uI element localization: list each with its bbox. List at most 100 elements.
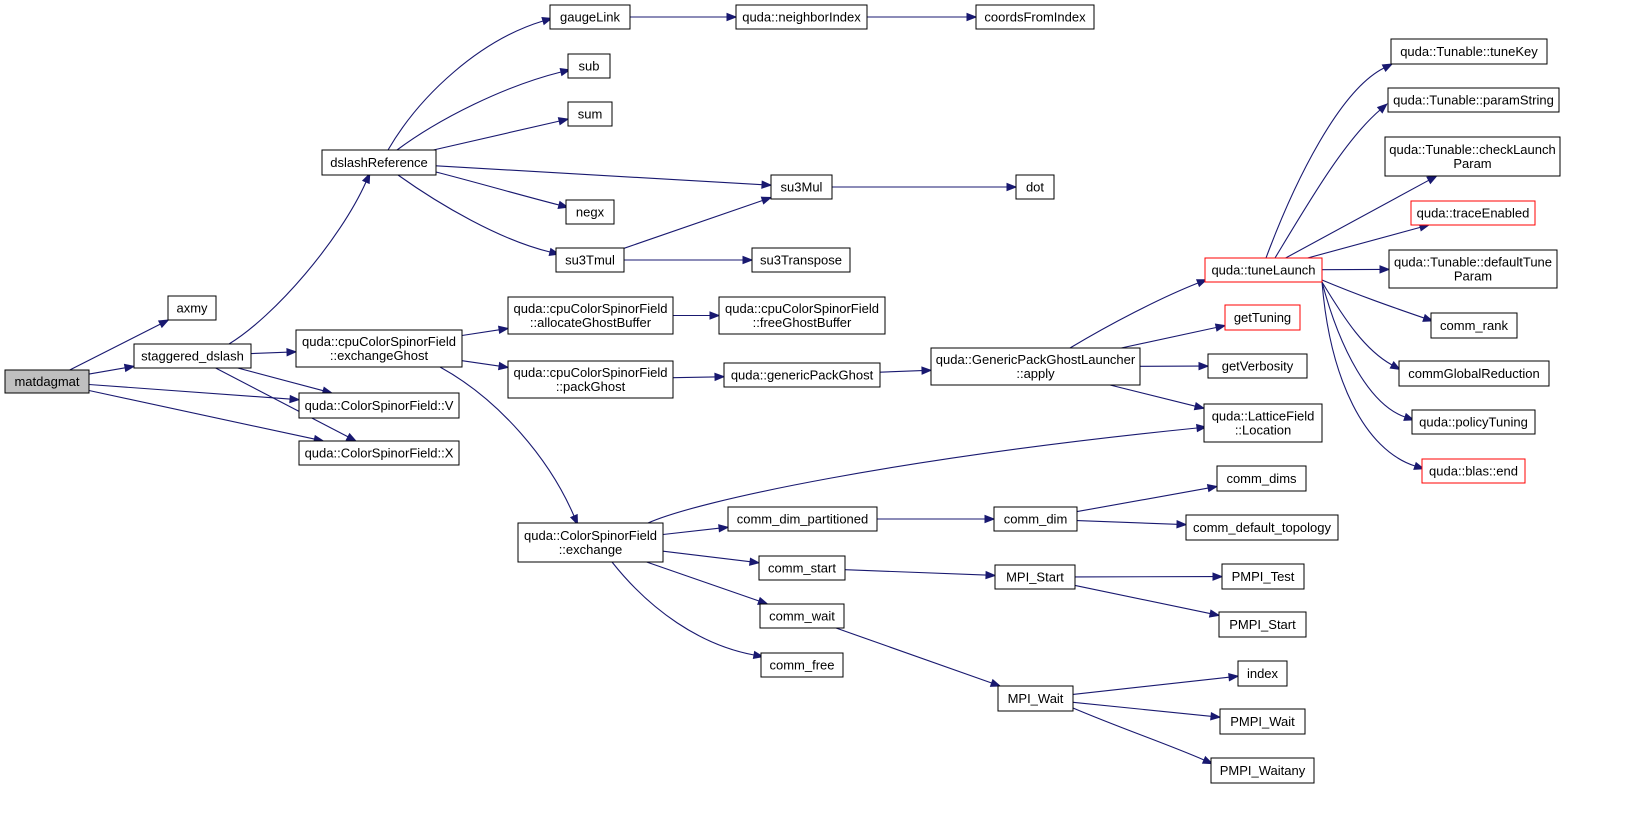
- node-staggered_dslash[interactable]: staggered_dslash: [133, 343, 252, 369]
- node-gaugeLink[interactable]: gaugeLink: [549, 4, 631, 30]
- arrowhead: [1422, 313, 1434, 322]
- arrowhead: [757, 596, 769, 605]
- node-PMPI_Start[interactable]: PMPI_Start: [1218, 611, 1307, 638]
- node-label: sub: [579, 59, 600, 74]
- node-packGhost[interactable]: quda::cpuColorSpinorField::packGhost: [507, 360, 674, 399]
- node-matdagmat[interactable]: matdagmat: [4, 369, 90, 394]
- node-freeGhostBuffer[interactable]: quda::cpuColorSpinorField::freeGhostBuff…: [718, 296, 886, 335]
- node-comm_default_topology[interactable]: comm_default_topology: [1185, 514, 1339, 541]
- edge-gpglApply-to-getVerbosity: [1139, 361, 1210, 371]
- node-axmy[interactable]: axmy: [167, 295, 217, 321]
- node-tuneKey[interactable]: quda::Tunable::tuneKey: [1390, 38, 1548, 65]
- node-dot[interactable]: dot: [1015, 174, 1055, 200]
- node-box: [770, 174, 833, 200]
- edge-line: [1274, 109, 1381, 259]
- node-box: [549, 4, 631, 30]
- arrowhead: [557, 200, 570, 209]
- edge-line: [1074, 584, 1211, 615]
- node-gpglApply[interactable]: quda::GenericPackGhostLauncher::apply: [930, 347, 1141, 386]
- edge-csfExchange-to-comm_dim_partitioned: [662, 524, 730, 536]
- edge-tuneLaunch-to-tuneKey: [1265, 63, 1394, 259]
- node-comm_start[interactable]: comm_start: [758, 555, 846, 581]
- node-box: [723, 362, 881, 388]
- arrowhead: [1413, 461, 1425, 470]
- arrowhead: [345, 432, 358, 442]
- node-label: su3Mul: [781, 180, 823, 195]
- node-label: PMPI_Start: [1229, 617, 1296, 632]
- arrowhead: [157, 319, 170, 329]
- node-su3Mul[interactable]: su3Mul: [770, 174, 833, 200]
- node-dslashReference[interactable]: dslashReference: [321, 149, 437, 176]
- node-label: quda::Tunable::tuneKey: [1400, 44, 1538, 59]
- node-box: [133, 343, 252, 369]
- edge-line: [662, 550, 751, 563]
- node-paramString[interactable]: quda::Tunable::paramString: [1387, 87, 1560, 113]
- node-blasEnd[interactable]: quda::blas::end: [1421, 458, 1526, 484]
- node-comm_free[interactable]: comm_free: [760, 652, 844, 678]
- arrowhead: [984, 514, 996, 524]
- edge-exchangeGhost-to-allocateGhostBuffer: [461, 325, 510, 337]
- node-csfX[interactable]: quda::ColorSpinorField::X: [298, 440, 460, 466]
- edge-line: [397, 174, 551, 253]
- node-label: gaugeLink: [560, 10, 620, 25]
- edge-csfExchange-to-latticeLocation: [647, 423, 1208, 524]
- node-PMPI_Waitany[interactable]: PMPI_Waitany: [1210, 757, 1315, 784]
- node-latticeLocation[interactable]: quda::LatticeField::Location: [1203, 403, 1323, 443]
- node-label: PMPI_Waitany: [1220, 763, 1306, 778]
- edge-line: [88, 367, 126, 375]
- node-box: [727, 506, 878, 532]
- edge-dslashReference-to-negx: [435, 171, 570, 209]
- node-csfV[interactable]: quda::ColorSpinorField::V: [298, 392, 460, 419]
- node-box: [1384, 136, 1561, 177]
- node-comm_dims[interactable]: comm_dims: [1216, 465, 1307, 492]
- arrowhead: [1208, 609, 1221, 618]
- edge-comm_dim-to-comm_dims: [1076, 483, 1219, 513]
- edge-line: [1321, 281, 1416, 467]
- node-su3Transpose[interactable]: su3Transpose: [751, 247, 851, 273]
- node-csfExchange[interactable]: quda::ColorSpinorField::exchange: [517, 522, 664, 563]
- node-PMPI_Wait[interactable]: PMPI_Wait: [1219, 708, 1306, 735]
- edges-layer: [69, 12, 1438, 765]
- arrowhead: [1196, 423, 1208, 433]
- node-comm_dim_partitioned[interactable]: comm_dim_partitioned: [727, 506, 878, 532]
- edge-genericPackGhost-to-gpglApply: [879, 366, 933, 375]
- node-sum[interactable]: sum: [567, 101, 613, 127]
- node-exchangeGhost[interactable]: quda::cpuColorSpinorField::exchangeGhost: [295, 329, 463, 368]
- arrowhead: [557, 117, 570, 126]
- arrowhead: [289, 394, 301, 404]
- node-MPI_Start[interactable]: MPI_Start: [994, 564, 1076, 590]
- node-allocateGhostBuffer[interactable]: quda::cpuColorSpinorField::allocateGhost…: [507, 296, 674, 335]
- node-neighborIndex[interactable]: quda::neighborIndex: [735, 4, 868, 30]
- node-policyTuning[interactable]: quda::policyTuning: [1411, 409, 1536, 435]
- node-label: MPI_Start: [1006, 570, 1064, 585]
- node-sub[interactable]: sub: [567, 53, 611, 79]
- node-su3Tmul[interactable]: su3Tmul: [555, 247, 625, 273]
- edge-csfExchange-to-comm_wait: [646, 561, 769, 605]
- edge-csfExchange-to-comm_free: [611, 561, 765, 660]
- node-box: [1185, 514, 1339, 541]
- node-negx[interactable]: negx: [565, 199, 615, 225]
- node-comm_dim[interactable]: comm_dim: [993, 506, 1078, 532]
- node-coordsFromIndex[interactable]: coordsFromIndex: [975, 4, 1095, 30]
- node-MPI_Wait[interactable]: MPI_Wait: [997, 685, 1074, 712]
- node-PMPI_Test[interactable]: PMPI_Test: [1221, 563, 1305, 590]
- node-getTuning[interactable]: getTuning: [1224, 304, 1301, 331]
- edge-matdagmat-to-csfX: [88, 389, 325, 444]
- node-commGlobalReduction[interactable]: commGlobalReduction: [1398, 360, 1550, 387]
- node-comm_wait[interactable]: comm_wait: [759, 603, 845, 629]
- node-label: matdagmat: [14, 374, 79, 389]
- node-getVerbosity[interactable]: getVerbosity: [1207, 353, 1308, 379]
- node-comm_rank[interactable]: comm_rank: [1430, 312, 1518, 339]
- edge-line: [1072, 676, 1230, 695]
- arrowhead: [761, 180, 773, 189]
- node-box: [507, 296, 674, 335]
- arrowhead: [1210, 712, 1222, 721]
- node-box: [298, 440, 460, 466]
- node-label: negx: [576, 205, 605, 220]
- node-traceEnabled[interactable]: quda::traceEnabled: [1410, 200, 1536, 226]
- node-genericPackGhost[interactable]: quda::genericPackGhost: [723, 362, 881, 388]
- node-index[interactable]: index: [1237, 660, 1288, 687]
- node-tuneLaunch[interactable]: quda::tuneLaunch: [1204, 257, 1323, 283]
